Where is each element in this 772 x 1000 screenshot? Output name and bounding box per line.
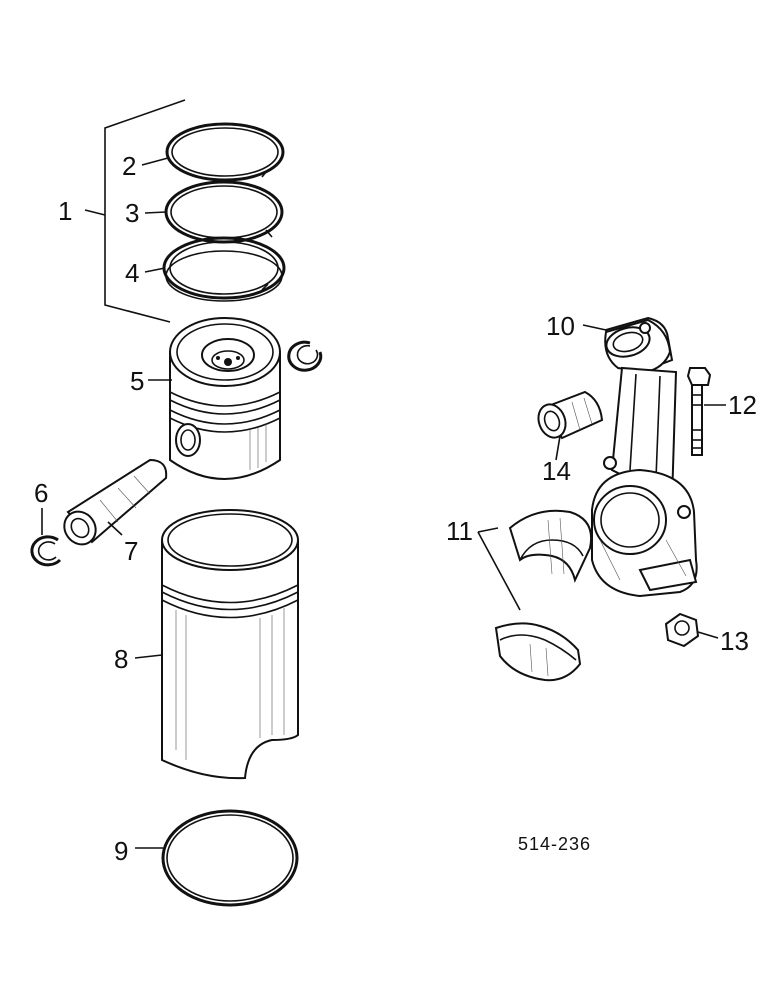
connecting-rod-nut xyxy=(664,612,700,648)
callout-4: 4 xyxy=(125,258,139,288)
callout-14: 14 xyxy=(542,456,571,486)
oil-control-ring xyxy=(162,236,286,302)
callout-13: 13 xyxy=(720,626,749,656)
liner-o-ring xyxy=(161,809,299,907)
callout-11: 11 xyxy=(446,516,473,546)
figure-code: 514-236 xyxy=(518,834,591,854)
ring-set-bracket xyxy=(84,99,186,323)
connecting-rod-bolt xyxy=(686,367,712,456)
callout-12: 12 xyxy=(728,390,757,420)
compression-ring-second xyxy=(164,180,284,244)
bearing-shell-upper xyxy=(508,509,592,583)
callout-1: 1 xyxy=(58,196,72,226)
cylinder-liner xyxy=(161,509,299,780)
callout-6: 6 xyxy=(34,478,48,508)
small-end-bushing xyxy=(537,390,604,440)
callout-3: 3 xyxy=(125,198,139,228)
bearing-shell-leaders xyxy=(477,527,521,611)
connecting-rod xyxy=(591,316,698,598)
piston xyxy=(169,317,281,480)
piston-pin xyxy=(63,458,168,546)
callout-10: 10 xyxy=(546,311,575,341)
callout-7: 7 xyxy=(124,536,138,566)
callout-9: 9 xyxy=(114,836,128,866)
leader-lines xyxy=(41,157,726,849)
callout-2: 2 xyxy=(122,151,136,181)
compression-ring-top xyxy=(165,122,285,182)
callout-5: 5 xyxy=(130,366,144,396)
circlip-left xyxy=(30,535,62,567)
bearing-shell-lower xyxy=(494,622,582,682)
circlip-right xyxy=(287,340,323,372)
callout-8: 8 xyxy=(114,644,128,674)
